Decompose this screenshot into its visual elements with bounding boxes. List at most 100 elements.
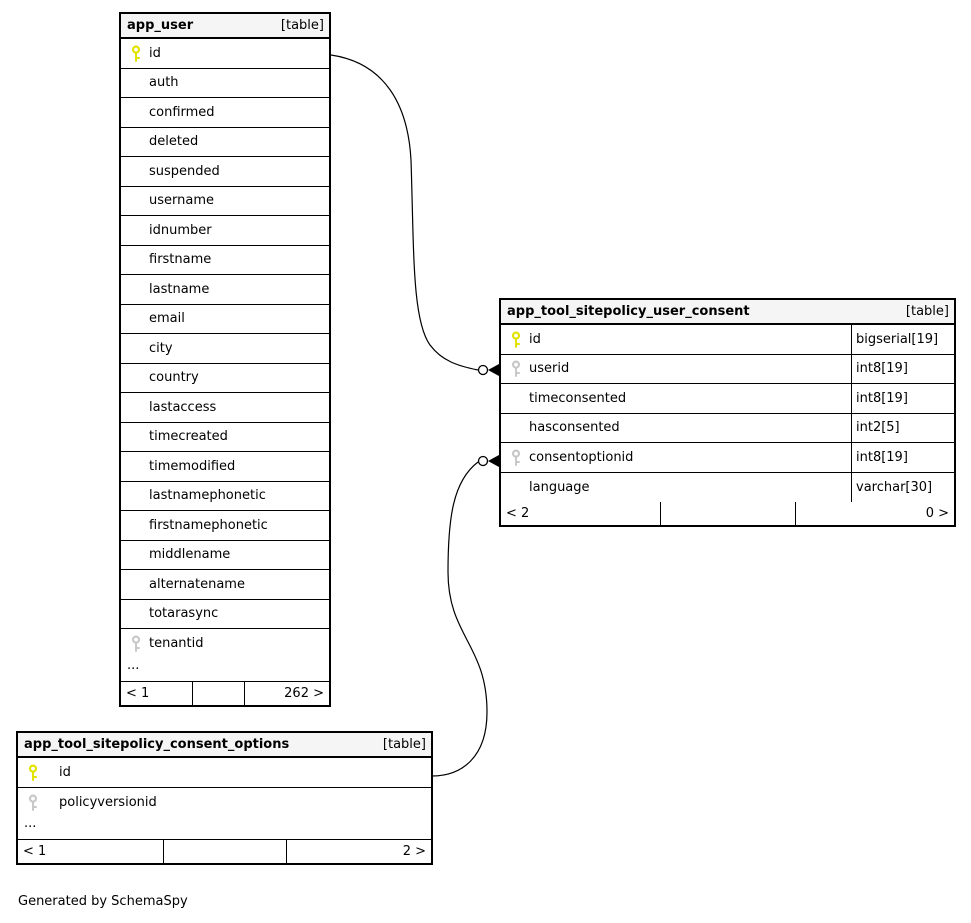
column-row-totarasync: totarasync [121,600,329,629]
column-type: bigserial[19] [851,325,954,354]
no-key-spacer [130,74,142,91]
column-row-lastname: lastname [121,275,329,305]
column-name: timemodified [149,458,236,474]
column-row-userid: userid int8[19] [501,354,954,384]
table-node-app-tool-sitepolicy-user-consent[interactable]: app_tool_sitepolicy_user_consent [table]… [499,298,956,527]
relation-count-bar: < 1 2 > [18,840,431,863]
primary-key-icon [130,45,142,62]
column-row-idnumber: idnumber [121,216,329,246]
foreign-key-icon [130,635,142,653]
column-name: auth [149,75,179,91]
table-header: app_user [table] [121,14,329,39]
no-key-spacer [130,428,142,445]
column-name: confirmed [149,104,215,120]
foreign-key-icon [510,360,522,378]
column-name: alternatename [149,576,245,592]
column-row-id: id [121,39,329,69]
no-key-spacer [130,487,142,504]
column-row-policyversionid: policyversionid [18,788,431,818]
parents-count: 2 > [286,840,431,863]
column-name: lastname [149,281,210,297]
fk-connector-user-id-to-userid [330,54,499,376]
no-key-spacer [130,605,142,622]
no-key-spacer [130,251,142,268]
column-row-language: language varchar[30] [501,472,954,502]
no-key-spacer [130,222,142,239]
column-name: userid [529,361,570,377]
table-node-app-user[interactable]: app_user [table] id auth confirmed deleted s… [119,12,331,707]
column-name: id [529,331,541,347]
foreign-key-icon [27,794,39,811]
no-key-spacer [510,419,522,436]
no-key-spacer [130,192,142,209]
column-row-middlename: middlename [121,541,329,570]
column-type: int8[19] [851,354,954,383]
table-title: app_user [127,18,194,33]
no-key-spacer [130,163,142,180]
no-key-spacer [130,517,142,534]
table-header: app_tool_sitepolicy_consent_options [tab… [18,733,431,758]
column-name: email [149,311,185,327]
column-type: int8[19] [851,384,954,413]
column-name: tenantid [149,636,204,652]
no-key-spacer [510,479,522,496]
column-name: consentoptionid [529,449,634,465]
column-row-city: city [121,334,329,364]
no-key-spacer [130,340,142,357]
table-title: app_tool_sitepolicy_consent_options [24,737,290,752]
column-row-confirmed: confirmed [121,98,329,128]
parents-count: 0 > [795,502,954,525]
generator-note: Generated by SchemaSpy [18,894,188,909]
column-name: timeconsented [529,390,627,406]
column-row-deleted: deleted [121,128,329,157]
column-name: language [529,479,590,495]
column-type: varchar[30] [851,472,954,502]
column-name: username [149,193,214,209]
ellipsis-row: ... [18,817,431,840]
column-name: totarasync [149,606,219,622]
no-key-spacer [130,546,142,563]
column-row-auth: auth [121,69,329,98]
column-name: deleted [149,134,199,150]
column-name: firstname [149,252,212,268]
column-row-firstnamephonetic: firstnamephonetic [121,511,329,541]
column-name: timecreated [149,429,228,445]
column-name: country [149,370,199,386]
column-row-alternatename: alternatename [121,570,329,600]
column-name: id [149,45,161,61]
relation-count-bar: < 1 262 > [121,681,329,705]
fk-connector-option-id-to-consentoptionid [431,455,499,777]
column-row-id: id bigserial[19] [501,325,954,355]
column-row-timemodified: timemodified [121,452,329,482]
column-row-country: country [121,364,329,393]
table-tag: [table] [280,18,324,33]
column-row-lastnamephonetic: lastnamephonetic [121,482,329,511]
column-name: suspended [149,163,220,179]
table-node-app-tool-sitepolicy-consent-options[interactable]: app_tool_sitepolicy_consent_options [tab… [16,731,433,865]
column-name: city [149,340,173,356]
children-count: < 1 [126,685,150,701]
pager-middle-cell [659,502,796,525]
column-name: middlename [149,547,231,563]
table-tag: [table] [905,304,949,319]
column-name: firstnamephonetic [149,517,268,533]
no-key-spacer [130,576,142,593]
column-name: idnumber [149,222,212,238]
column-row-timecreated: timecreated [121,423,329,452]
column-row-firstname: firstname [121,246,329,275]
column-name: hasconsented [529,420,620,436]
parents-count: 262 > [243,681,329,705]
primary-key-icon [510,331,522,348]
column-row-lastaccess: lastaccess [121,393,329,423]
column-row-username: username [121,187,329,216]
column-name: policyversionid [59,794,157,810]
relation-count-bar: < 2 0 > [501,502,954,525]
table-title: app_tool_sitepolicy_user_consent [507,304,750,319]
no-key-spacer [130,399,142,416]
ellipsis-row: ... [121,658,329,682]
column-row-tenantid: tenantid [121,629,329,659]
